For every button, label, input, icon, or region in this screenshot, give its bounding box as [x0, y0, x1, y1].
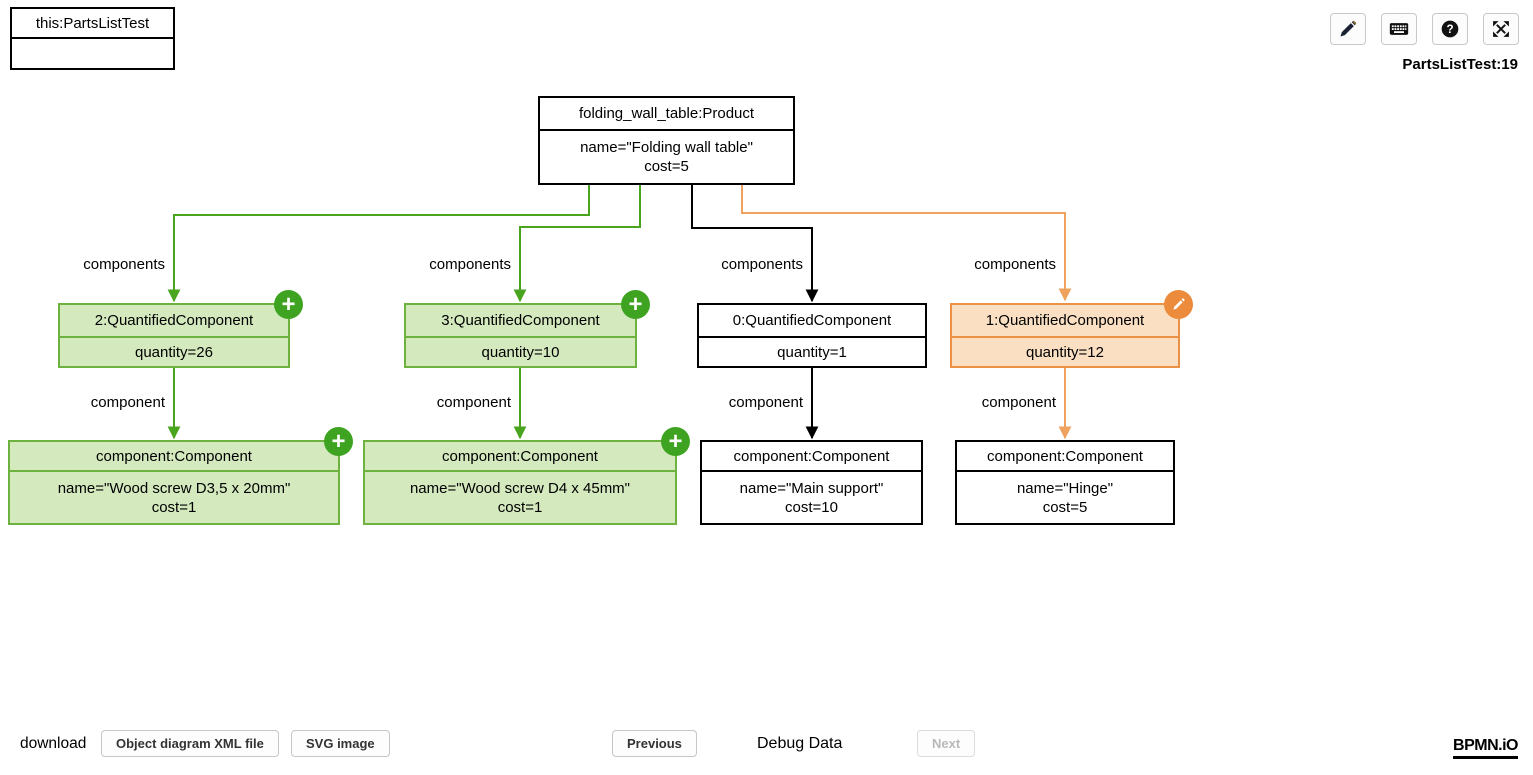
edge-label-components: components: [974, 256, 1056, 273]
node-attributes: name="Wood screw D4 x 45mm" cost=1: [365, 470, 675, 523]
node-qc0[interactable]: 0:QuantifiedComponent quantity=1: [697, 303, 927, 368]
pencil-icon: [1173, 298, 1185, 310]
node-qc3[interactable]: 3:QuantifiedComponent quantity=10 +: [404, 290, 650, 368]
node-qc1[interactable]: 1:QuantifiedComponent quantity=12: [950, 290, 1193, 368]
plus-icon: +: [668, 428, 683, 455]
node-title: 3:QuantifiedComponent: [441, 312, 600, 329]
attribute-name: name="Wood screw D4 x 45mm": [409, 479, 631, 497]
node-component-main-support[interactable]: component:Component name="Main support" …: [700, 440, 923, 525]
edge-label-components: components: [429, 256, 511, 273]
attribute-name: name="Main support": [739, 479, 884, 497]
edge-components-to-qc1: [741, 185, 1072, 302]
node-title: 2:QuantifiedComponent: [94, 312, 254, 329]
attribute-quantity: quantity=26: [135, 343, 213, 361]
edge-label-components: components: [721, 256, 803, 273]
attribute-name: name="Folding wall table": [580, 139, 753, 156]
svg-text:?: ?: [1446, 23, 1453, 36]
added-badge: +: [324, 427, 353, 456]
node-attributes: name="Folding wall table" cost=5: [540, 129, 793, 183]
modified-badge: [1164, 290, 1193, 319]
node-this-partslisttest[interactable]: this:PartsListTest: [10, 7, 175, 70]
plus-icon: +: [628, 291, 643, 318]
node-component-hinge[interactable]: component:Component name="Hinge" cost=5: [955, 440, 1175, 525]
node-title: 0:QuantifiedComponent: [732, 312, 892, 329]
bpmn-io-logo[interactable]: BPMN.iO: [1453, 737, 1518, 759]
edge-components-to-qc0: [691, 185, 819, 303]
node-title: 1:QuantifiedComponent: [985, 312, 1145, 329]
download-svg-button[interactable]: SVG image: [291, 730, 390, 757]
node-attributes: quantity=26: [60, 336, 288, 366]
node-attributes: quantity=12: [952, 336, 1178, 366]
edge-components-to-qc3: [513, 185, 641, 303]
plus-icon: +: [281, 291, 296, 318]
edge-label-component: component: [90, 394, 165, 411]
pencil-icon: [1340, 20, 1357, 37]
added-badge: +: [274, 290, 303, 319]
node-qc2[interactable]: 2:QuantifiedComponent quantity=26 +: [58, 290, 303, 368]
edit-button[interactable]: [1330, 13, 1366, 45]
question-mark-icon: ?: [1441, 20, 1459, 38]
attribute-quantity: quantity=10: [481, 343, 560, 361]
attribute-cost: cost=10: [785, 498, 838, 516]
node-component-wood-screw-d35[interactable]: component:Component name="Wood screw D3,…: [8, 427, 353, 525]
node-attributes-empty: [12, 37, 173, 68]
plus-icon: +: [331, 428, 346, 455]
node-title: folding_wall_table:Product: [578, 105, 755, 122]
help-button[interactable]: ?: [1432, 13, 1468, 45]
attribute-quantity: quantity=12: [1026, 343, 1104, 361]
node-attributes: quantity=10: [406, 336, 635, 366]
keyboard-shortcuts-button[interactable]: [1381, 13, 1417, 45]
node-title: component:Component: [442, 447, 598, 465]
node-title: component:Component: [987, 447, 1143, 465]
debug-data-label: Debug Data: [757, 735, 843, 752]
fullscreen-button[interactable]: [1483, 13, 1519, 45]
attribute-name: name="Hinge": [1016, 479, 1114, 497]
instance-reference: PartsListTest:19: [1402, 56, 1518, 73]
edge-label-component: component: [436, 394, 511, 411]
node-component-wood-screw-d4[interactable]: component:Component name="Wood screw D4 …: [363, 427, 690, 525]
added-badge: +: [621, 290, 650, 319]
node-title: component:Component: [96, 447, 252, 465]
download-label: download: [20, 735, 87, 752]
node-folding-wall-table-product[interactable]: folding_wall_table:Product name="Folding…: [538, 96, 795, 185]
edge-label-components: components: [83, 256, 165, 273]
attribute-name: name="Wood screw D3,5 x 20mm": [57, 479, 291, 497]
previous-button[interactable]: Previous: [612, 730, 697, 757]
node-attributes: quantity=1: [699, 336, 925, 366]
attribute-cost: cost=5: [644, 158, 689, 175]
node-attributes: name="Hinge" cost=5: [957, 470, 1173, 523]
edge-label-component: component: [728, 394, 803, 411]
node-attributes: name="Wood screw D3,5 x 20mm" cost=1: [10, 470, 338, 523]
download-xml-button[interactable]: Object diagram XML file: [101, 730, 279, 757]
edge-label-component: component: [981, 394, 1056, 411]
attribute-cost: cost=1: [497, 498, 543, 516]
attribute-cost: cost=5: [1042, 498, 1088, 516]
node-attributes: name="Main support" cost=10: [702, 470, 921, 523]
added-badge: +: [661, 427, 690, 456]
next-button[interactable]: Next: [917, 730, 976, 757]
node-title: this:PartsListTest: [35, 14, 150, 32]
edge-components-to-qc2: [167, 185, 590, 303]
toolbar: ?: [1330, 13, 1519, 45]
attribute-quantity: quantity=1: [777, 343, 847, 361]
keyboard-icon: [1389, 23, 1409, 35]
attribute-cost: cost=1: [151, 498, 197, 516]
expand-arrows-icon: [1493, 21, 1509, 37]
node-title: component:Component: [733, 447, 890, 465]
